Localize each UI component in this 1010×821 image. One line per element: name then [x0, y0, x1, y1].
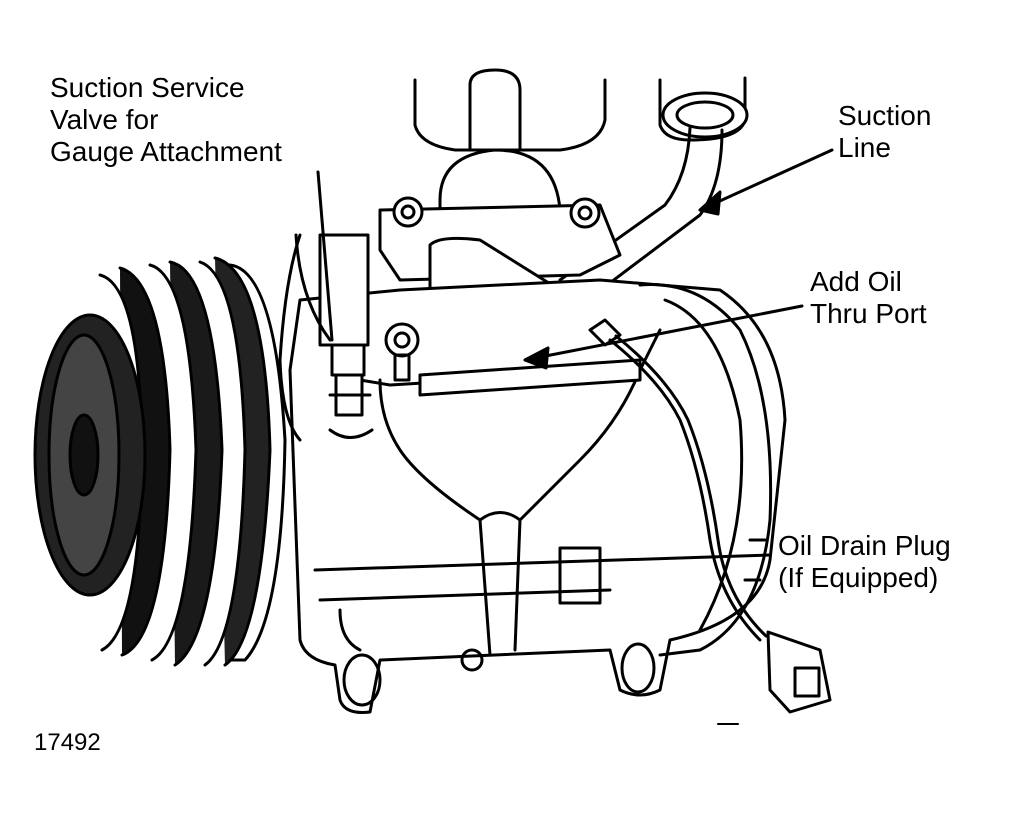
- label-oil-drain-plug: Oil Drain Plug (If Equipped): [778, 530, 951, 594]
- figure-number: 17492: [34, 729, 101, 756]
- leader-arrow-add-oil: [523, 304, 804, 370]
- leader-arrow-suction-line: [698, 148, 834, 216]
- label-line: Oil Drain Plug: [778, 530, 951, 561]
- leader-arrow-suction-valve: [316, 170, 334, 342]
- label-line: Thru Port: [810, 298, 927, 329]
- label-line: Suction: [838, 100, 932, 131]
- suction-service-valve: [318, 233, 374, 439]
- compressor-body: [288, 278, 787, 714]
- oil-port-fittings: [384, 318, 642, 397]
- label-line: Line: [838, 132, 891, 163]
- label-line: Gauge Attachment: [50, 136, 282, 167]
- label-suction-service-valve: Suction Service Valve for Gauge Attachme…: [50, 72, 282, 168]
- label-suction-line: Suction Line: [838, 100, 931, 164]
- label-line: Valve for: [50, 104, 159, 135]
- label-line: Suction Service: [50, 72, 245, 103]
- label-line: Add Oil: [810, 266, 902, 297]
- suction-line-pipe: [558, 76, 749, 300]
- connector-plug: [766, 630, 832, 714]
- label-add-oil-port: Add Oil Thru Port: [810, 266, 927, 330]
- clutch-pulley: [33, 256, 287, 667]
- label-line: (If Equipped): [778, 562, 939, 593]
- wire-harness: [278, 233, 832, 714]
